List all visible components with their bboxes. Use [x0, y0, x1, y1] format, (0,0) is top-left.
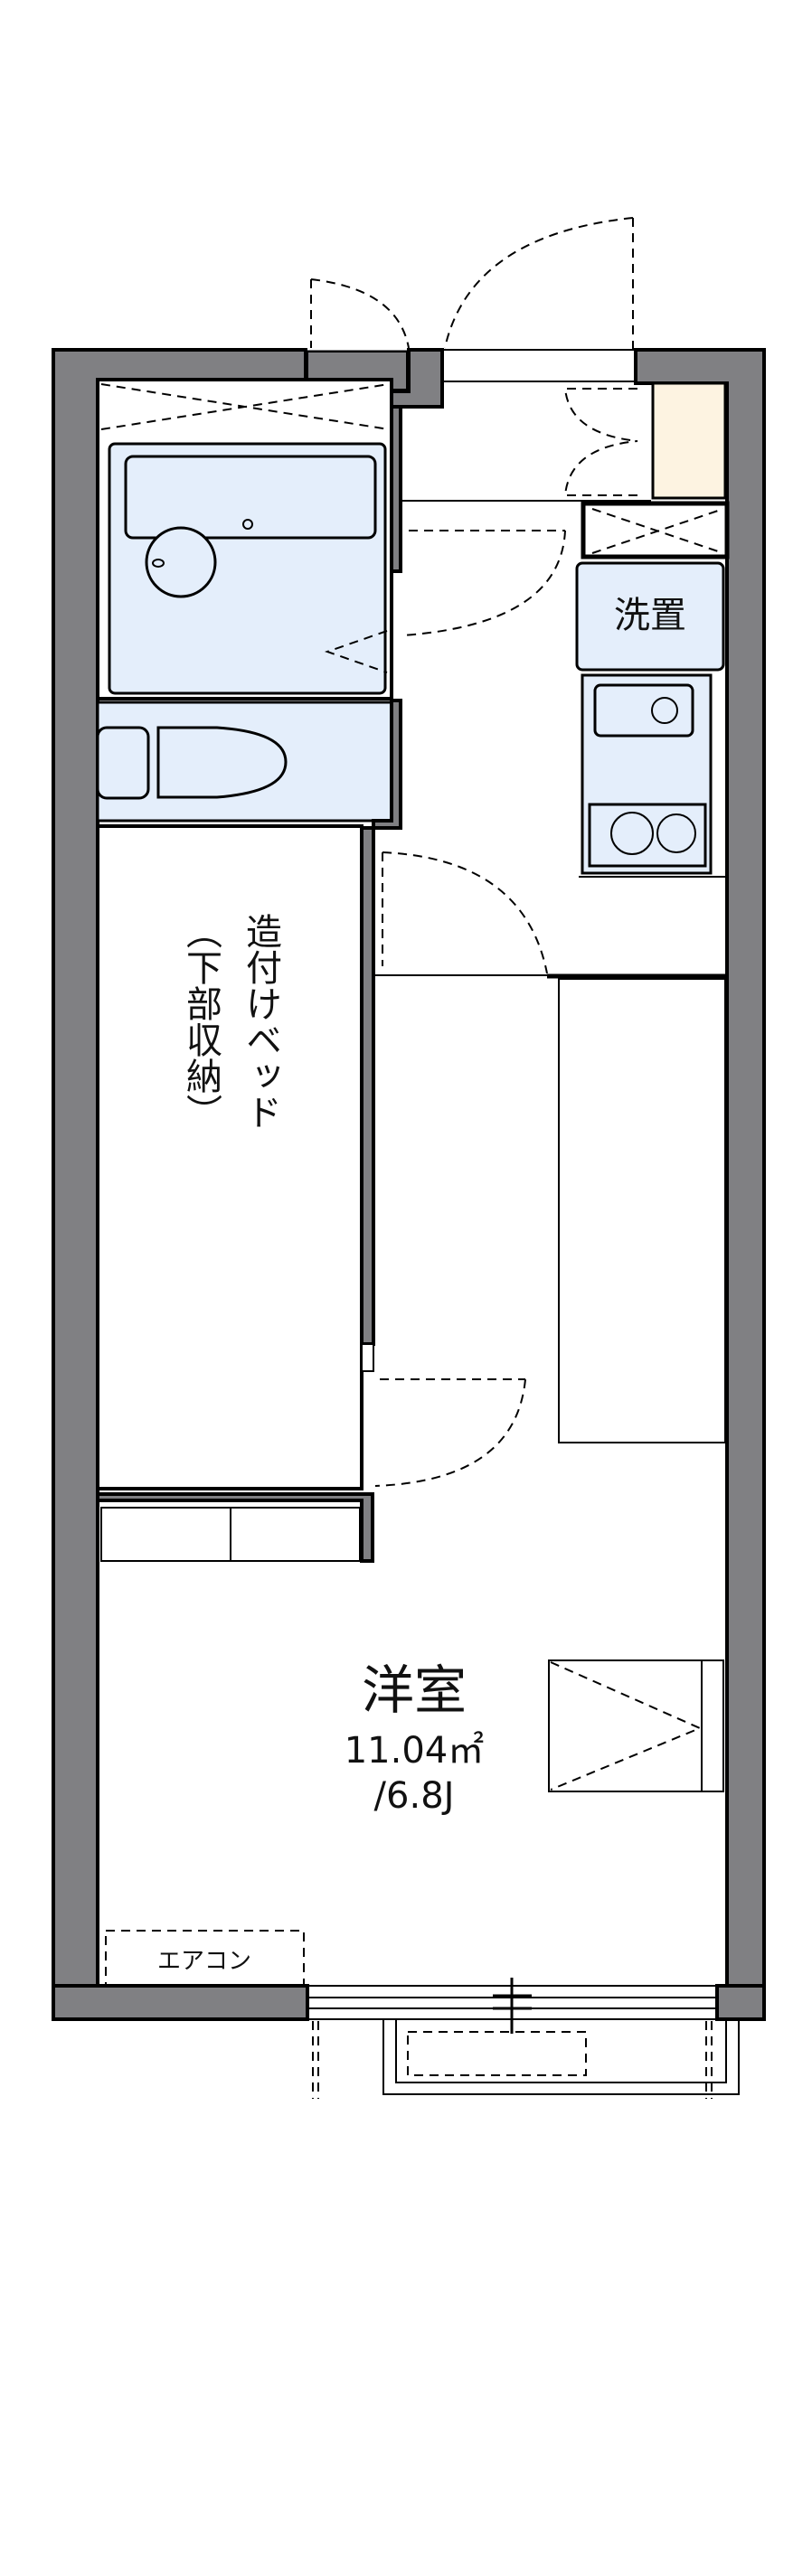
- storage-cross: [591, 508, 724, 554]
- burner-right: [656, 813, 696, 853]
- sink-drain: [651, 697, 678, 724]
- washer-space: [575, 561, 725, 672]
- balcony-partition-right: [705, 2021, 713, 2099]
- meter-door-swing: [310, 278, 410, 349]
- balcony-partition-left: [312, 2021, 319, 2099]
- aircon-label: エアコン: [157, 1948, 251, 1975]
- window-handle: [493, 1978, 532, 2034]
- bath-door: [324, 630, 388, 673]
- toilet-tank: [96, 726, 150, 800]
- toilet-bowl[interactable]: [156, 726, 288, 799]
- wash-basin: [145, 526, 217, 598]
- window-unit: [548, 1659, 724, 1792]
- burner-left: [610, 812, 654, 855]
- room-door-swing[interactable]: [374, 1378, 526, 1487]
- bed-storage-sub-label: （下部収納）: [180, 913, 222, 1130]
- basin-drain: [152, 559, 165, 568]
- entrance-door-swing[interactable]: [444, 217, 634, 350]
- room-name: 洋室: [362, 1659, 467, 1721]
- room-door-jamb: [361, 1343, 374, 1372]
- bed-storage-label: 造付けベッド: [240, 913, 281, 1130]
- toilet-door-swing[interactable]: [402, 530, 566, 636]
- shoe-cabinet: [651, 381, 727, 500]
- shelf-wall: [96, 1492, 374, 1563]
- balcony-unit: [407, 2031, 587, 2076]
- shoe-cabinet-doors: [563, 388, 638, 496]
- bath-vent-cross: [100, 383, 390, 430]
- bath-wall-right: [390, 405, 402, 573]
- hall-door-swing[interactable]: [382, 851, 548, 974]
- aircon: [105, 1930, 305, 1987]
- storage-wall: [360, 826, 375, 1346]
- balcony-inner: [395, 2018, 727, 2083]
- entrance-opening: [441, 349, 637, 382]
- bath-drain: [242, 519, 253, 530]
- stove: [588, 803, 707, 868]
- built-in-bed-storage: [96, 824, 364, 1490]
- room-area: 11.04㎡: [345, 1730, 485, 1772]
- bottom-wall-left: [52, 1984, 309, 2021]
- window-unit-diag: [550, 1661, 703, 1791]
- room-size: /6.8J: [374, 1775, 455, 1817]
- bathtub: [124, 455, 377, 540]
- room-closet-box: [558, 978, 726, 1443]
- bottom-wall-right: [715, 1984, 766, 2021]
- washer-label: 洗置: [614, 595, 686, 636]
